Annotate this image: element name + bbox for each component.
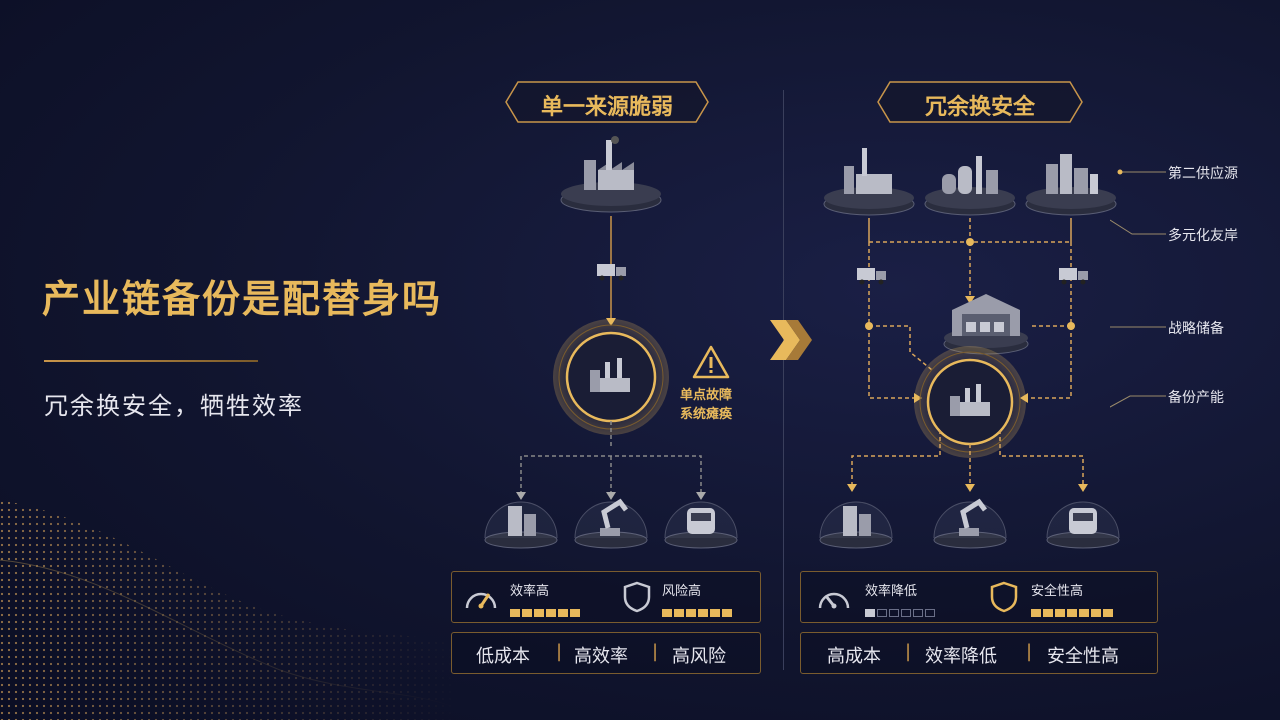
- level-segment: [1043, 609, 1053, 617]
- level-segment: [1091, 609, 1101, 617]
- right-summary-1: 高成本: [827, 646, 881, 667]
- right-metric-2-bar: [1031, 602, 1115, 621]
- factory-a-icon: [823, 148, 915, 216]
- truck-left-icon: [857, 268, 886, 285]
- robot-arm-icon: [574, 498, 648, 549]
- redundancy-diagram: [819, 148, 1120, 549]
- left-summary-sep-1: |: [556, 641, 563, 662]
- subtitle: 冗余换安全，牺牲效率: [44, 392, 304, 420]
- left-metric-2-label: 风险高: [662, 584, 702, 599]
- level-segment: [522, 609, 532, 617]
- warehouse-icon: [943, 294, 1029, 355]
- right-summary-3: 安全性高: [1047, 646, 1119, 667]
- robot-arm-icon-2: [933, 498, 1007, 549]
- office-building-icon: [484, 501, 558, 549]
- train-icon-2: [1046, 501, 1120, 549]
- right-metric-2-label: 安全性高: [1031, 584, 1084, 599]
- level-segment: [1055, 609, 1065, 617]
- shield-icon: [623, 581, 651, 613]
- level-segment: [510, 609, 520, 617]
- left-metric-1-label: 效率高: [510, 584, 550, 599]
- right-summary-sep-1: |: [905, 641, 912, 662]
- left-summary-1: 低成本: [476, 646, 530, 667]
- panel-divider: [783, 90, 784, 670]
- label-strategic-reserve: 战略储备: [1168, 321, 1224, 337]
- left-summary-box: 低成本 | 高效率 | 高风险: [451, 632, 761, 674]
- level-segment: [546, 609, 556, 617]
- double-chevron-icon: [770, 320, 812, 360]
- level-segment: [570, 609, 580, 617]
- title-divider: [44, 360, 258, 362]
- level-segment: [901, 609, 911, 617]
- level-segment: [889, 609, 899, 617]
- factory-b-icon: [924, 156, 1016, 216]
- warning-triangle-icon: [692, 345, 730, 379]
- level-segment: [534, 609, 544, 617]
- left-metric-1-bar: [510, 602, 582, 621]
- right-metrics-box: 效率降低 安全性高: [800, 571, 1158, 623]
- right-summary-box: 高成本 | 效率降低 | 安全性高: [800, 632, 1158, 674]
- backup-capacity-node: [914, 346, 1026, 458]
- shield-gold-icon: [990, 581, 1018, 613]
- level-segment: [698, 609, 708, 617]
- truck-right-icon: [1059, 268, 1088, 285]
- left-summary-sep-2: |: [652, 641, 659, 662]
- left-summary-2: 高效率: [574, 646, 628, 667]
- callout-lines: [1110, 169, 1166, 408]
- label-diversified: 多元化友岸: [1168, 228, 1238, 244]
- level-segment: [877, 609, 887, 617]
- office-building-icon-2: [819, 501, 893, 549]
- factory-c-icon: [1025, 154, 1117, 216]
- left-metrics-box: 效率高 风险高: [451, 571, 761, 623]
- right-metric-1-bar: [865, 602, 937, 621]
- train-icon: [664, 501, 738, 549]
- left-panel-title: 单一来源脆弱: [540, 95, 673, 120]
- source-factory-icon: [560, 136, 662, 213]
- level-segment: [662, 609, 672, 617]
- right-metric-1-label: 效率降低: [865, 584, 918, 599]
- right-panel-title: 冗余换安全: [924, 95, 1035, 120]
- left-panel-title-banner: 单一来源脆弱: [504, 80, 710, 124]
- single-point-node: [553, 319, 669, 435]
- level-segment: [1079, 609, 1089, 617]
- main-title: 产业链备份是配替身吗: [42, 277, 443, 321]
- truck-icon: [597, 264, 626, 281]
- speedometer-icon: [465, 592, 497, 609]
- level-segment: [710, 609, 720, 617]
- level-segment: [913, 609, 923, 617]
- level-segment: [674, 609, 684, 617]
- warning-line-2: 系统瘫痪: [680, 407, 733, 422]
- level-segment: [865, 609, 875, 617]
- level-segment: [1031, 609, 1041, 617]
- level-segment: [925, 609, 935, 617]
- speedometer-low-icon: [818, 592, 850, 609]
- label-second-source: 第二供应源: [1168, 166, 1238, 182]
- level-segment: [722, 609, 732, 617]
- right-summary-sep-2: |: [1026, 641, 1033, 662]
- right-panel-title-banner: 冗余换安全: [876, 80, 1084, 124]
- left-summary-3: 高风险: [672, 646, 726, 667]
- level-segment: [558, 609, 568, 617]
- particle-wave-decoration: [0, 500, 460, 720]
- label-backup-capacity: 备份产能: [1168, 390, 1224, 406]
- warning-line-1: 单点故障: [680, 388, 733, 403]
- warning-text: 单点故障 系统瘫痪: [680, 386, 732, 424]
- level-segment: [1103, 609, 1113, 617]
- right-summary-2: 效率降低: [925, 646, 997, 667]
- single-source-diagram: [484, 136, 738, 549]
- left-metric-2-bar: [662, 602, 734, 621]
- level-segment: [1067, 609, 1077, 617]
- level-segment: [686, 609, 696, 617]
